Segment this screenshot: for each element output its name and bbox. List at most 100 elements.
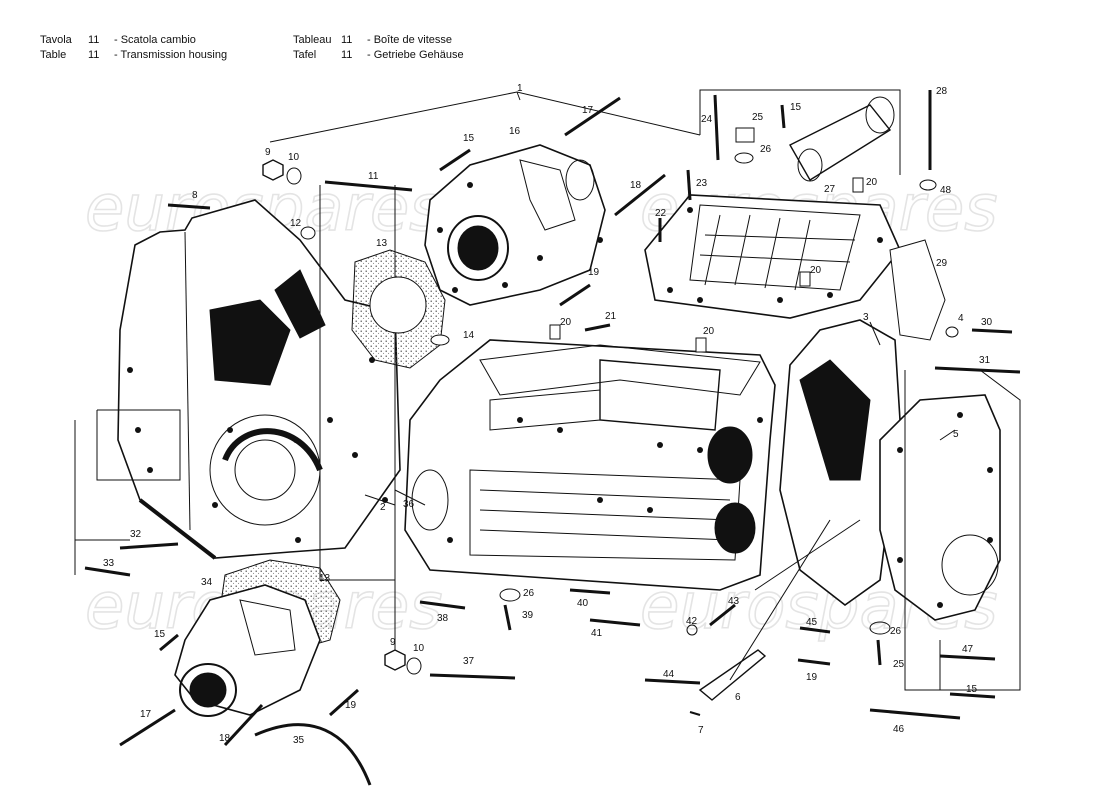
callout-23: 23	[696, 178, 708, 189]
callout-26: 26	[760, 144, 772, 155]
header-number: 11	[341, 34, 353, 46]
callout-13: 13	[319, 573, 331, 584]
callout-40: 40	[577, 598, 589, 609]
callout-34: 34	[201, 577, 213, 588]
callout-2: 2	[380, 502, 386, 513]
callout-26: 26	[890, 626, 902, 637]
callout-15: 15	[463, 133, 475, 144]
seal-35	[254, 723, 372, 786]
callout-38: 38	[437, 613, 449, 624]
header-line-en: Table 11 - Transmission housing	[40, 48, 227, 63]
callout-3: 3	[863, 312, 869, 323]
callout-28: 28	[936, 86, 948, 97]
header-title: - Scatola cambio	[114, 34, 196, 46]
leader-line	[516, 91, 521, 101]
callout-15: 15	[966, 684, 978, 695]
extension-housing	[779, 239, 946, 606]
callout-14: 14	[463, 330, 475, 341]
header-line-fr: Tableau 11 - Boîte de vitesse	[293, 33, 464, 48]
header-number: 11	[341, 49, 353, 61]
callout-46: 46	[893, 724, 905, 735]
header-line-it: Tavola 11 - Scatola cambio	[40, 33, 227, 48]
callout-7: 7	[698, 725, 704, 736]
header-lang: Table	[40, 49, 67, 61]
callout-18: 18	[219, 733, 231, 744]
callout-12: 12	[290, 218, 302, 229]
gearbox-case	[404, 339, 776, 591]
callout-20: 20	[560, 317, 572, 328]
callout-9: 9	[390, 637, 396, 648]
reference-box	[96, 409, 181, 481]
callout-1: 1	[517, 83, 523, 94]
callout-36: 36	[403, 499, 415, 510]
header-title: - Boîte de vitesse	[367, 34, 452, 46]
header-right: Tableau 11 - Boîte de vitesse Tafel 11 - Get…	[293, 33, 464, 63]
callout-29: 29	[936, 258, 948, 269]
leader-line	[269, 91, 701, 143]
bracket	[698, 649, 767, 701]
callout-33: 33	[103, 558, 115, 569]
leader-line	[754, 519, 861, 591]
callout-44: 44	[663, 669, 675, 680]
callouts: 1 2 3 4 5 6 7 8 9 9 10 10 11 12 13 13 14…	[103, 83, 993, 746]
bolts	[84, 90, 1021, 747]
header-title: - Getriebe Gehäuse	[367, 49, 464, 61]
callout-25: 25	[893, 659, 905, 670]
header-left: Tavola 11 - Scatola cambio Table 11 - Transm…	[40, 33, 227, 63]
callout-4: 4	[958, 313, 964, 324]
lower-front-cover	[174, 584, 321, 717]
callout-39: 39	[522, 610, 534, 621]
callout-15: 15	[790, 102, 802, 113]
callout-43: 43	[728, 596, 740, 607]
callout-21: 21	[605, 311, 617, 322]
gasket-hole	[369, 276, 427, 334]
callout-32: 32	[130, 529, 142, 540]
callout-48: 48	[940, 185, 952, 196]
callout-16: 16	[509, 126, 521, 137]
nuts-washers	[262, 127, 959, 716]
callout-22: 22	[655, 208, 667, 219]
header-title: - Transmission housing	[114, 49, 228, 61]
callout-20: 20	[866, 177, 878, 188]
callout-19: 19	[588, 267, 600, 278]
callout-8: 8	[192, 190, 198, 201]
callout-20: 20	[810, 265, 822, 276]
callout-15: 15	[154, 629, 166, 640]
callout-45: 45	[806, 617, 818, 628]
bell-housing	[117, 199, 401, 560]
header-lang: Tafel	[293, 49, 317, 61]
callout-47: 47	[962, 644, 974, 655]
leader-lines	[364, 321, 956, 506]
callout-30: 30	[981, 317, 993, 328]
callout-19: 19	[345, 700, 357, 711]
callout-5: 5	[953, 429, 959, 440]
header-lang: Tableau	[293, 34, 332, 46]
callout-42: 42	[686, 616, 698, 627]
callout-31: 31	[979, 355, 991, 366]
callout-35: 35	[293, 735, 305, 746]
leader-line	[729, 519, 831, 681]
callout-18: 18	[630, 180, 642, 191]
callout-10: 10	[288, 152, 300, 163]
callout-24: 24	[701, 114, 713, 125]
header-number: 11	[88, 49, 100, 61]
reference-box	[904, 369, 1021, 691]
header-lang: Tavola	[40, 34, 72, 46]
leader-line	[699, 89, 901, 175]
callout-20: 20	[703, 326, 715, 337]
callout-6: 6	[735, 692, 741, 703]
rear-cover	[879, 394, 1001, 621]
callout-17: 17	[582, 105, 594, 116]
callout-26: 26	[523, 588, 535, 599]
header-line-de: Tafel 11 - Getriebe Gehäuse	[293, 48, 464, 63]
callout-37: 37	[463, 656, 475, 667]
callout-27: 27	[824, 184, 836, 195]
callout-25: 25	[752, 112, 764, 123]
callout-9: 9	[265, 147, 271, 158]
front-cover	[424, 144, 606, 306]
callout-41: 41	[591, 628, 603, 639]
callout-10: 10	[413, 643, 425, 654]
callout-17: 17	[140, 709, 152, 720]
header-number: 11	[88, 34, 100, 46]
callout-13: 13	[376, 238, 388, 249]
